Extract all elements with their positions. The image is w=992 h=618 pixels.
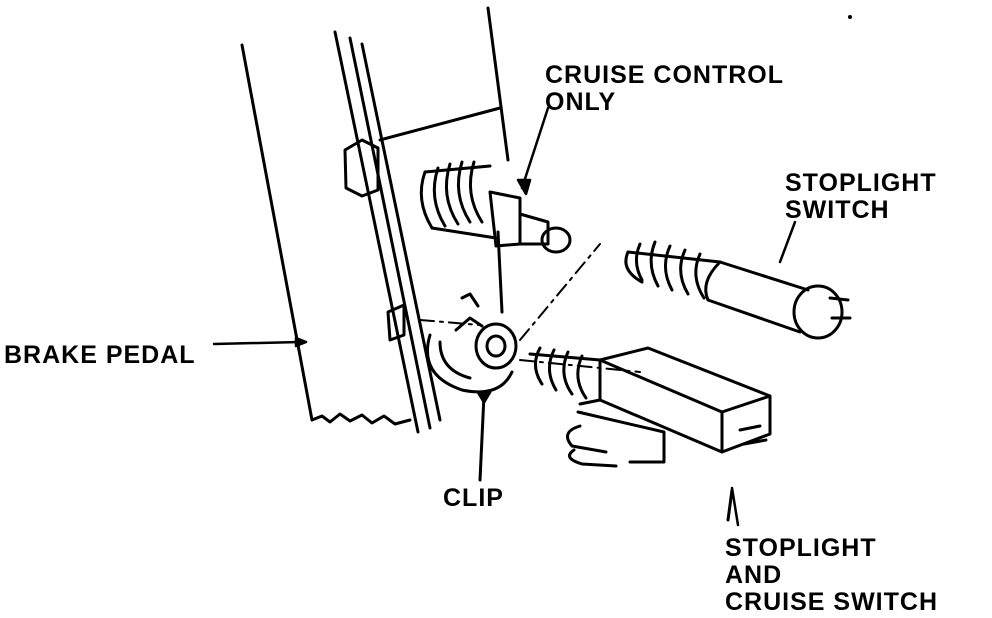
stoplight-and-cruise-label: STOPLIGHT AND CRUISE SWITCH [725,535,938,616]
stoplight-switch-label: STOPLIGHT SWITCH [785,170,937,224]
brake-pedal-arm [242,45,410,424]
stoplight-and-cruise-label-line-1: STOPLIGHT [725,534,877,562]
stoplight-switch [626,242,850,338]
cruise-control-switch [421,162,570,252]
brake-pedal-label: BRAKE PEDAL [4,341,196,369]
cruise-control-label: CRUISE CONTROL ONLY [545,62,784,116]
stoplight-switch-label-line-1: STOPLIGHT [785,169,937,197]
cruise-control-label-line-2: ONLY [545,88,617,116]
stoplight-and-cruise-label-line-3: CRUISE SWITCH [725,588,938,616]
stoplight-and-cruise-label-line-2: AND [725,561,783,589]
cruise-control-label-line-1: CRUISE CONTROL [545,61,784,89]
stoplight-and-cruise-switch [530,348,770,520]
leader-lines [214,108,795,525]
clip-label: CLIP [443,484,504,512]
mounting-bracket [335,8,512,432]
stray-dot [848,15,852,19]
clip [456,294,516,480]
stoplight-switch-label-line-2: SWITCH [785,196,890,224]
